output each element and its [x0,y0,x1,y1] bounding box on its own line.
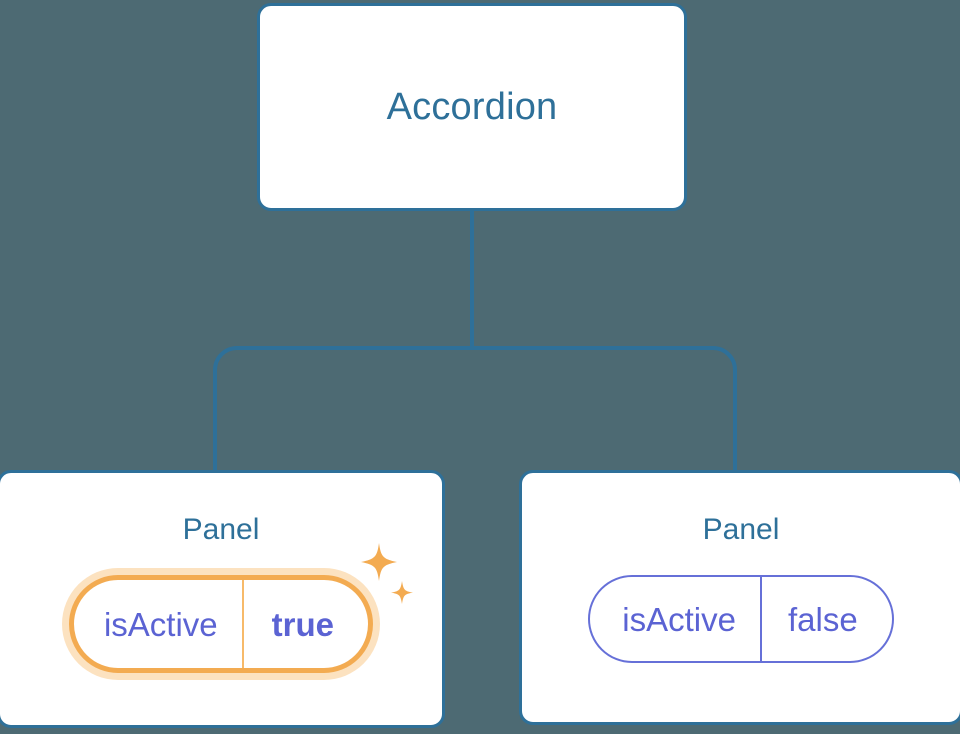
node-title-accordion: Accordion [386,86,558,128]
node-card-panel-active[interactable]: Panel isActive true [0,470,445,728]
connector-branch-right [472,346,737,470]
sparkle-large-icon [361,543,398,581]
panel-content-active: Panel isActive true [0,515,442,673]
connector-branch-left [213,346,472,470]
prop-key-label: isActive [103,605,218,643]
node-card-accordion[interactable]: Accordion [257,3,687,211]
prop-key-label: isActive [622,600,736,638]
prop-pill-wrap-active: isActive true [68,543,414,673]
node-title-panel-inactive: Panel [702,513,780,546]
prop-pill-wrap-inactive: isActive false [588,575,894,663]
node-card-panel-inactive[interactable]: Panel isActive false [519,470,960,725]
panel-content-inactive: Panel isActive false [522,515,960,663]
prop-pill-isactive-true[interactable]: isActive true [68,575,374,673]
sparkle-small-icon [391,581,414,604]
node-title-panel-active: Panel [182,513,260,546]
prop-pill-isactive-false[interactable]: isActive false [588,575,894,663]
prop-value-label: true [241,580,368,668]
prop-value-label: false [759,577,892,661]
